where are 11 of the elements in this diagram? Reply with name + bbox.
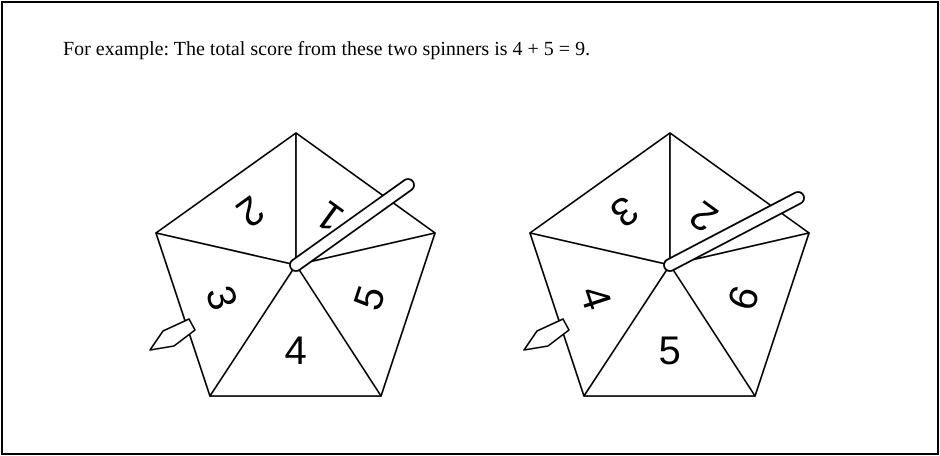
example-sentence: For example: The total score from these two spinners is 4 + 5 = 9. [63,38,590,61]
sector-number: 4 [572,280,618,314]
sector-number: 6 [721,280,766,314]
sector-number: 3 [603,188,645,234]
sector-number: 1 [308,193,350,239]
sector-number: 5 [658,331,681,372]
sector-number: 4 [284,331,307,372]
sector-number: 3 [198,280,244,314]
sector-number: 2 [682,193,724,239]
sector-number: 2 [229,188,271,234]
sector-number: 5 [347,280,392,314]
